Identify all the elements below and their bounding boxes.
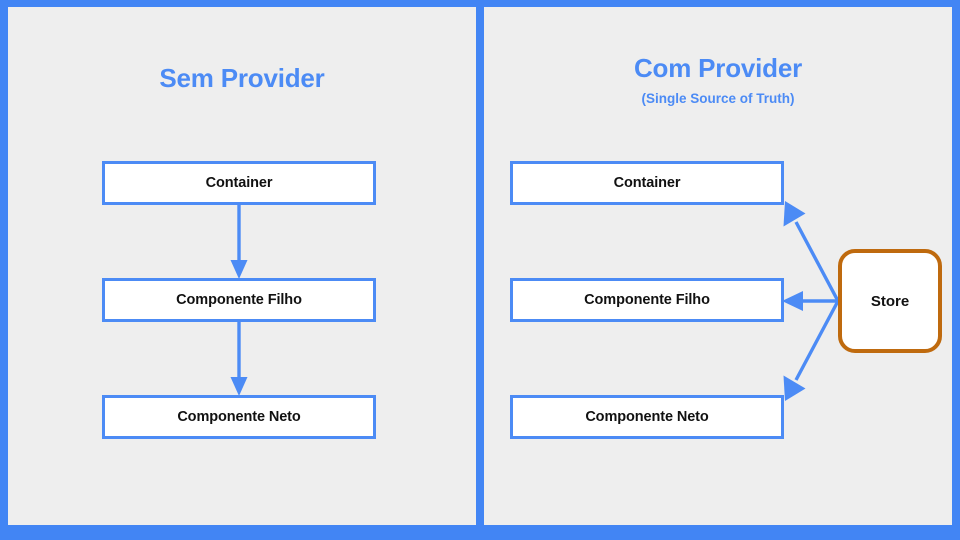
panel-sem-provider: Sem Provider Container Componente Filho …: [8, 7, 476, 525]
node-componente-filho-right[interactable]: Componente Filho: [510, 278, 784, 322]
node-store[interactable]: Store: [838, 249, 942, 353]
node-container-right[interactable]: Container: [510, 161, 784, 205]
node-componente-neto-right[interactable]: Componente Neto: [510, 395, 784, 439]
panel-com-provider: Com Provider (Single Source of Truth): [484, 7, 952, 525]
node-container-left[interactable]: Container: [102, 161, 376, 205]
arrow-store-to-filho: [782, 291, 838, 311]
arrow-filho-to-neto: [230, 322, 248, 396]
node-componente-filho-left[interactable]: Componente Filho: [102, 278, 376, 322]
panel-title-com-provider: Com Provider: [633, 53, 803, 83]
arrow-container-to-filho: [230, 205, 248, 279]
arrow-store-to-neto: [783, 300, 840, 401]
node-componente-neto-left[interactable]: Componente Neto: [102, 395, 376, 439]
panel-title-sem-provider: Sem Provider: [159, 63, 325, 93]
panel-subtitle-com-provider: (Single Source of Truth): [641, 91, 795, 106]
arrow-store-to-container: [783, 201, 840, 302]
